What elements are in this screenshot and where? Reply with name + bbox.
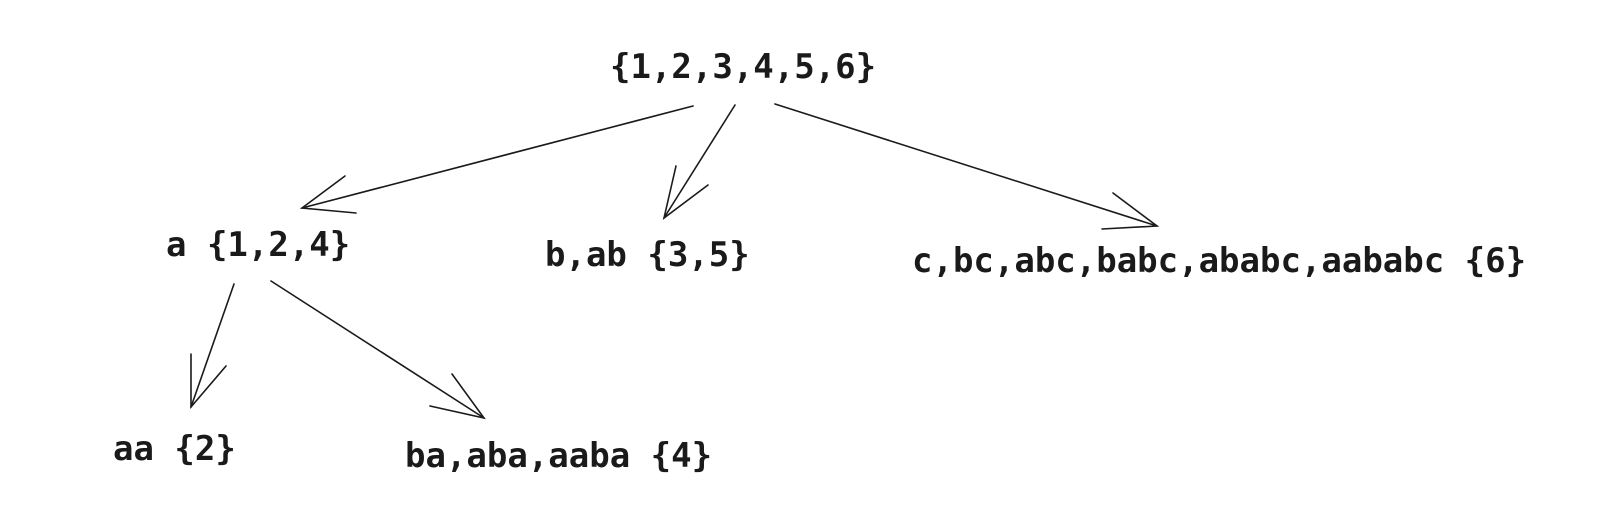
node-b: b,ab {3,5} [545,235,750,275]
edge-root-to-c [774,103,1160,230]
edge-a-to-ba [270,280,486,420]
edge-root-to-a [299,105,694,214]
edge-a-to-aa [190,283,235,410]
node-root: {1,2,3,4,5,6} [610,47,877,87]
node-ba: ba,aba,aaba {4} [405,436,713,476]
node-aa: aa {2} [113,429,236,469]
edge-root-to-b [662,104,736,220]
node-a: a {1,2,4} [166,225,351,265]
node-c: c,bc,abc,babc,ababc,aababc {6} [912,241,1527,281]
